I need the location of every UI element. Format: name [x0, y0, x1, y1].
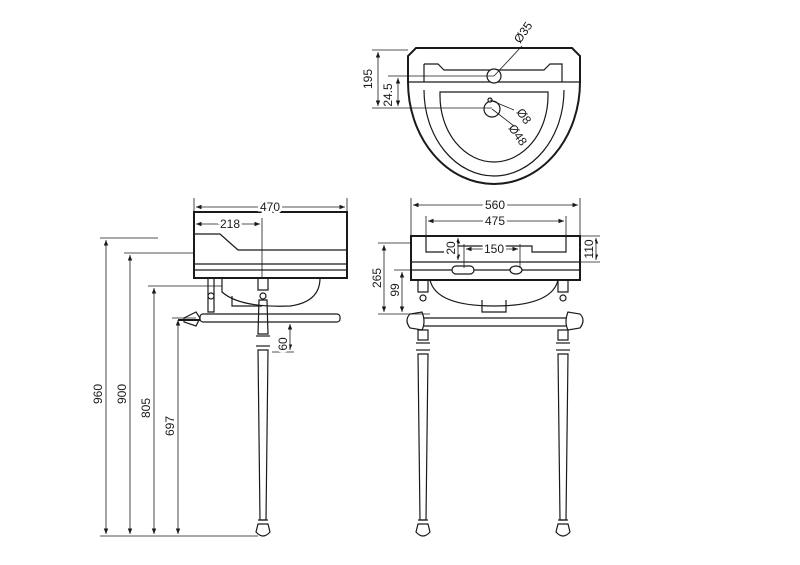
dim-label-697: 697 [163, 416, 177, 436]
dim-label-150: 150 [484, 242, 504, 256]
side-leg-ring-2 [259, 292, 267, 300]
dim-label-900: 900 [115, 384, 129, 404]
dim-label-20: 20 [444, 241, 458, 255]
dim-label-475: 475 [485, 214, 505, 228]
plan-bowl-inner [439, 91, 549, 163]
dim-label-805: 805 [139, 398, 153, 418]
dim-label-24-5: 24.5 [381, 83, 395, 107]
side-bowl-under [221, 277, 321, 307]
plan-bowl-rim [423, 89, 565, 177]
leader-waste [491, 108, 515, 127]
front-towel-rail [413, 317, 577, 327]
front-leg-left [415, 279, 431, 537]
side-leg-collar [257, 299, 269, 335]
dim-label-470: 470 [260, 200, 280, 214]
front-rail-end-right [565, 311, 584, 331]
dim-label-960: 960 [91, 384, 105, 404]
side-waste-pipe [231, 296, 262, 307]
plan-outer-outline [407, 47, 581, 185]
leader-tap-hole [493, 45, 523, 77]
front-leg-right [555, 279, 571, 537]
dim-label-60: 60 [276, 337, 290, 351]
front-rail-end-left [406, 311, 425, 331]
label-waste-dia: Ø48 [506, 122, 531, 149]
dim-label-195: 195 [361, 69, 375, 89]
side-leg-shaft [257, 349, 269, 521]
side-basin-body [193, 211, 348, 279]
dim-label-218: 218 [220, 217, 240, 231]
dim-label-110: 110 [582, 239, 596, 258]
dim-label-99: 99 [388, 283, 402, 297]
front-view: 560 475 150 20 110 265 99 [368, 196, 600, 537]
side-deck-profile [194, 233, 347, 251]
side-leg-ring [207, 292, 215, 300]
front-deck-profile [425, 236, 567, 253]
plan-deck-shape [424, 63, 563, 82]
side-leg-top [257, 277, 269, 291]
plan-view: 195 24.5 Ø35 Ø8 Ø48 [361, 19, 581, 185]
side-rear-leg-stub [207, 277, 215, 313]
front-overflow-right [509, 265, 523, 275]
dim-label-560: 560 [485, 198, 505, 212]
side-leg-foot [255, 523, 271, 537]
front-bowl-under [429, 279, 559, 307]
front-basin-body [410, 235, 581, 281]
label-tap-dia: Ø35 [511, 19, 536, 46]
front-overflow-left [451, 265, 475, 275]
side-towel-rail [199, 313, 341, 323]
front-waste [481, 300, 507, 313]
dim-label-265: 265 [370, 268, 384, 288]
side-view: 470 218 960 900 805 697 60 [89, 198, 348, 537]
leader-overflow [489, 99, 515, 111]
